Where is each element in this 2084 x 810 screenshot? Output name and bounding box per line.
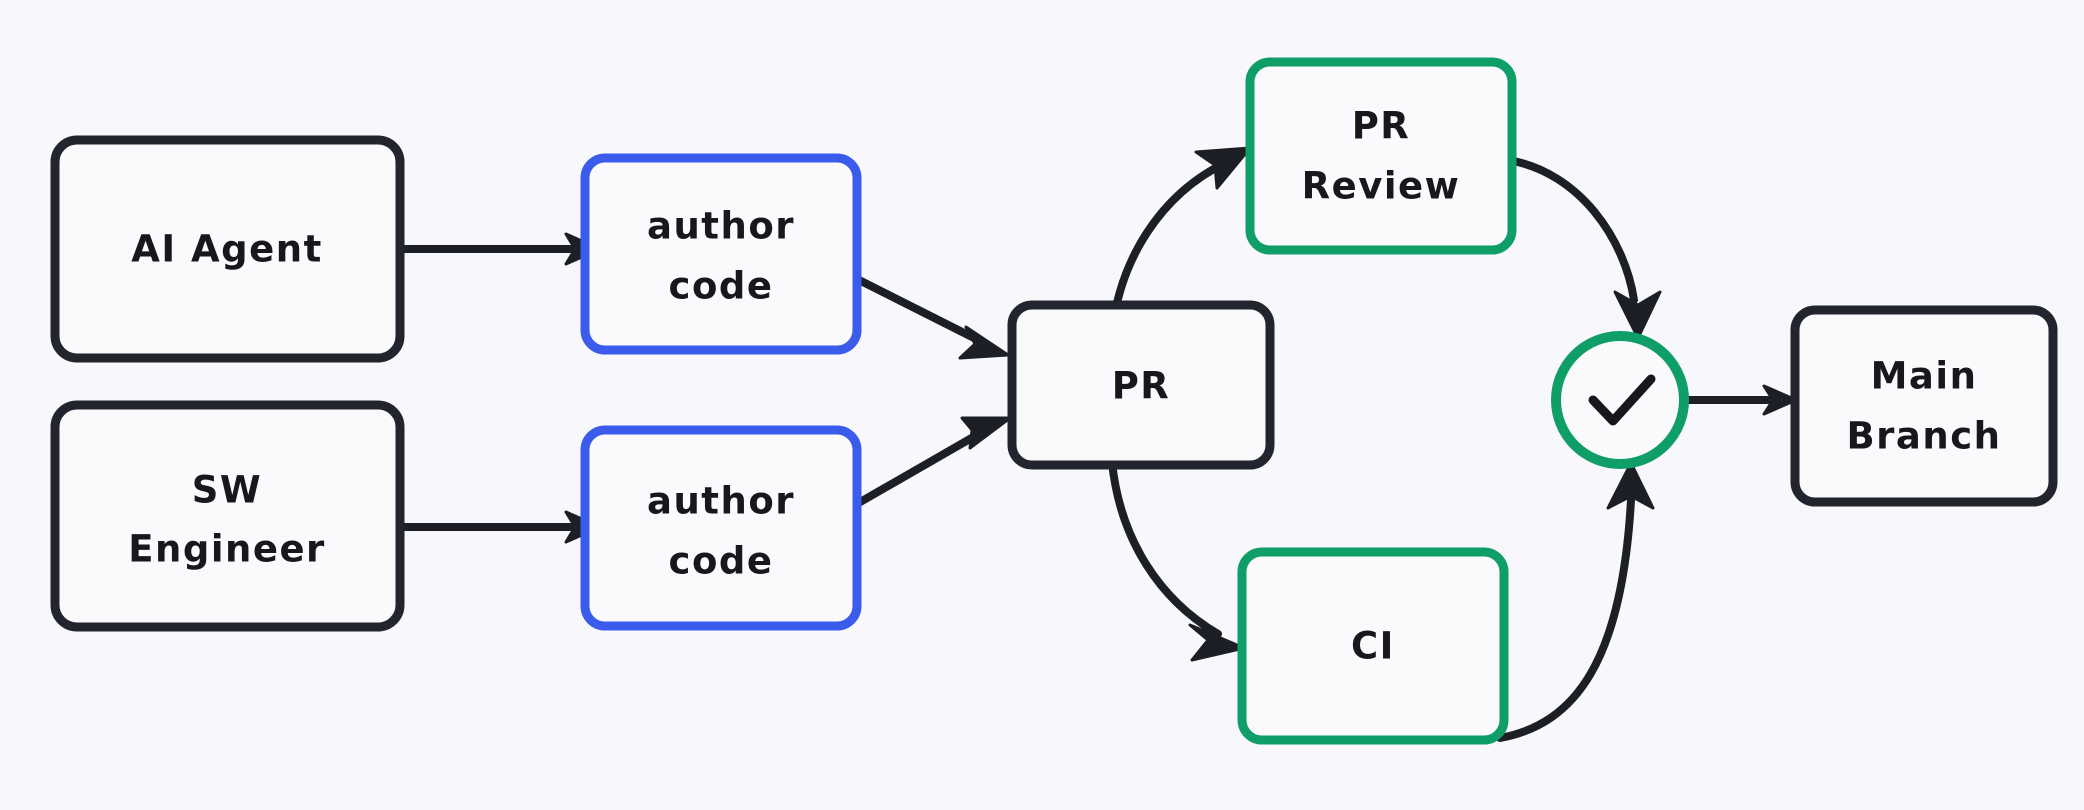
node-merge-check[interactable]	[1551, 331, 1689, 469]
edge-line	[1108, 458, 1222, 638]
author-code-bottom-box[interactable]	[580, 425, 862, 631]
check-icon	[1588, 374, 1656, 426]
edge-ai-agent-to-author-code	[396, 232, 602, 266]
pr-review-label-line2: Review	[1302, 165, 1461, 208]
node-ci[interactable]: CI	[1237, 547, 1509, 745]
node-pr-review[interactable]: PR Review	[1245, 57, 1517, 255]
arrowhead-icon	[1194, 146, 1252, 190]
ci-label: CI	[1351, 625, 1395, 668]
node-author-code-bottom[interactable]: author code	[580, 425, 862, 631]
author-code-top-box[interactable]	[580, 153, 862, 355]
author-code-bottom-label-line1: author	[647, 480, 795, 523]
merge-check-circle[interactable]	[1551, 331, 1689, 469]
edge-ci-to-merge-check	[1496, 461, 1655, 742]
sw-engineer-label-line2: Engineer	[128, 528, 326, 571]
pr-review-box[interactable]	[1245, 57, 1517, 255]
node-ai-agent[interactable]: AI Agent	[50, 135, 405, 363]
main-branch-label-line1: Main	[1871, 355, 1978, 398]
ai-agent-box[interactable]	[50, 135, 405, 363]
main-branch-box[interactable]	[1790, 305, 2058, 507]
edge-sw-engineer-to-author-code	[396, 510, 602, 544]
sw-engineer-box[interactable]	[50, 400, 405, 632]
ai-agent-label: AI Agent	[131, 228, 323, 271]
sw-engineer-label-line1: SW	[192, 469, 262, 512]
node-pr[interactable]: PR	[1007, 300, 1275, 470]
arrowhead-icon	[1613, 290, 1662, 340]
edge-line	[1504, 156, 1638, 304]
node-main-branch[interactable]: Main Branch	[1790, 305, 2058, 507]
pr-box[interactable]	[1007, 300, 1275, 470]
arrowhead-icon	[1188, 623, 1246, 662]
arrowhead-icon	[1606, 461, 1655, 510]
edge-pr-to-ci	[1108, 458, 1246, 662]
main-branch-label-line2: Branch	[1846, 415, 2001, 458]
author-code-bottom-label-line2: code	[669, 540, 774, 583]
edge-line	[851, 428, 986, 509]
edge-merge-check-to-main-branch	[1682, 384, 1798, 416]
ci-box[interactable]	[1237, 547, 1509, 745]
edge-line	[851, 274, 986, 346]
edge-author-code-top-to-pr	[851, 274, 1010, 360]
edge-line	[1496, 496, 1635, 742]
pr-label: PR	[1112, 365, 1171, 408]
arrowhead-icon	[960, 416, 1012, 450]
author-code-top-label-line1: author	[647, 205, 795, 248]
pr-review-label-line1: PR	[1352, 105, 1411, 148]
arrowhead-icon	[1762, 384, 1798, 416]
edge-pr-review-to-merge-check	[1504, 156, 1662, 340]
arrowhead-icon	[958, 325, 1010, 360]
edge-author-code-bottom-to-pr	[851, 416, 1012, 509]
author-code-top-label-line2: code	[669, 265, 774, 308]
node-author-code-top[interactable]: author code	[580, 153, 862, 355]
node-sw-engineer[interactable]: SW Engineer	[50, 400, 405, 632]
